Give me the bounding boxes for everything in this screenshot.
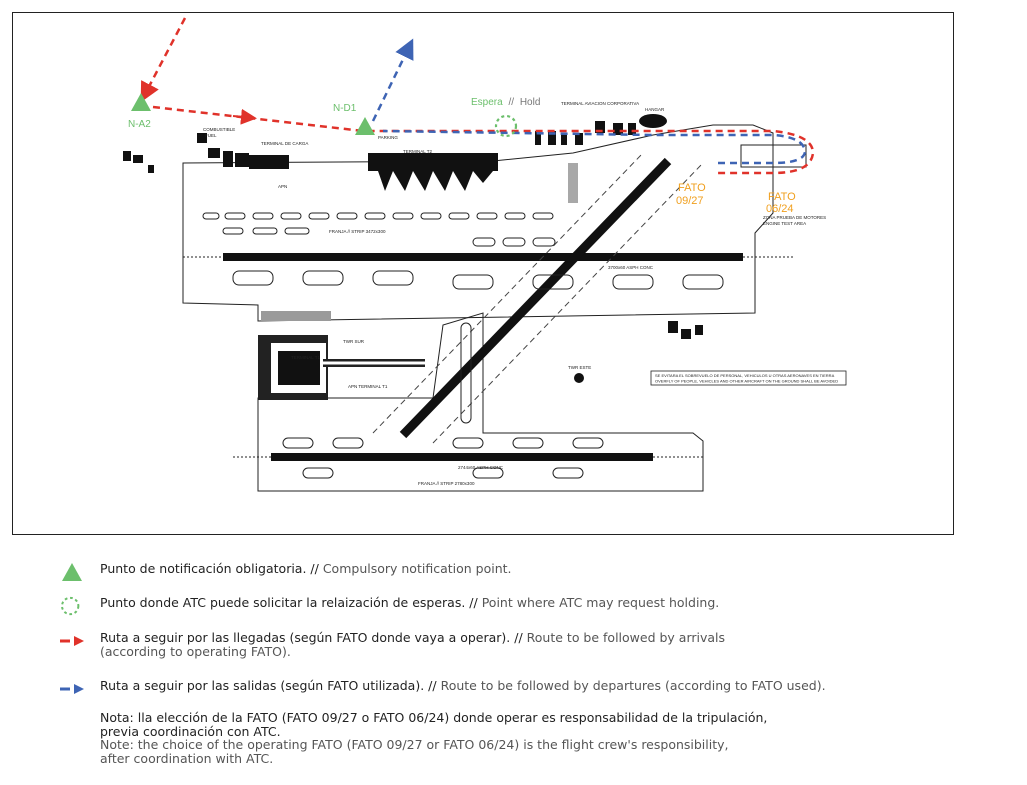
- legend-holding-text: Punto donde ATC puede solicitar la relai…: [100, 596, 719, 610]
- hold-point-icon: [494, 114, 518, 138]
- label-engine-test: ENGINE TEST AREA: [763, 221, 806, 226]
- compulsory-point-icon: [62, 563, 82, 581]
- note: Nota: lla elección de la FATO (FATO 09/2…: [100, 711, 900, 765]
- note-line1-en: Note: the choice of the operating FATO (…: [100, 737, 729, 752]
- airport-diagram: COMBUSTIBLE FUEL TERMINAL DE CARGA TERMI…: [123, 17, 847, 492]
- note-line2-es: previa coordinación con ATC.: [100, 723, 281, 739]
- label-franja-bottom: FRANJA // STRIP 2780x300: [418, 481, 475, 486]
- point-label-na2: N-A2: [128, 119, 151, 130]
- label-twr-sur: TWR SUR: [343, 339, 365, 344]
- hangar: [639, 114, 667, 128]
- twr-este: [574, 373, 584, 383]
- label-apn: APN: [278, 184, 287, 189]
- label-asph-bottom: 2744x60 ASPH CONC: [458, 465, 504, 470]
- fato-0927-label-a: FATO: [678, 182, 706, 194]
- point-label-nd1: N-D1: [333, 103, 357, 114]
- taxiway-outline-south: [257, 312, 704, 492]
- legend-holding-en: Point where ATC may request holding.: [481, 595, 720, 610]
- label-terminal-t2: TERMINAL T2: [403, 149, 433, 154]
- legend-holding-es: Punto donde ATC puede solicitar la relai…: [100, 595, 478, 610]
- runway-lower: [271, 453, 653, 461]
- taxiway-markings-upper: [202, 212, 724, 290]
- label-fuel: FUEL: [205, 133, 217, 138]
- legend-arrivals: Ruta a seguir por las llegadas (según FA…: [58, 631, 725, 659]
- arrival-route: [140, 17, 187, 103]
- legend-departures-es: Ruta a seguir por las salidas (según FAT…: [100, 678, 437, 693]
- airport-chart: COMBUSTIBLE FUEL TERMINAL DE CARGA TERMI…: [12, 12, 954, 535]
- label-combustible: COMBUSTIBLE: [203, 127, 235, 132]
- compulsory-point-icon-nd1: [355, 117, 375, 135]
- note-line2-en: after coordination with ATC.: [100, 750, 274, 766]
- label-parking: PARKING: [378, 135, 398, 140]
- legend-arrivals-en2: (according to operating FATO).: [100, 644, 291, 659]
- hold-label-sep: //: [508, 97, 514, 108]
- taxiway-markings-lower: [282, 322, 604, 479]
- legend-arrivals-es: Ruta a seguir por las llegadas (según FA…: [100, 630, 523, 645]
- departure-route-exit: [371, 38, 414, 122]
- label-zona-prueba: ZONA PRUEBA DE MOTORES: [763, 215, 826, 220]
- warning-box: [650, 370, 847, 386]
- label-terminal-carga: TERMINAL DE CARGA: [261, 141, 308, 146]
- fato-0624-label-a: FATO: [768, 191, 796, 203]
- fato-0624-label-b: 06/24: [766, 203, 794, 215]
- hold-label-en: Hold: [520, 97, 541, 108]
- hold-label: Espera // Hold: [471, 97, 540, 108]
- legend-compulsory-text: Punto de notificación obligatoria. // Co…: [100, 562, 512, 576]
- fato-0927-label-b: 09/27: [676, 195, 704, 207]
- hold-point-icon: [61, 596, 80, 616]
- legend-arrivals-text: Ruta a seguir por las llegadas (según FA…: [100, 631, 725, 659]
- legend-compulsory: Punto de notificación obligatoria. // Co…: [58, 562, 512, 582]
- legend-departures: Ruta a seguir por las salidas (según FAT…: [58, 679, 826, 699]
- label-apn-t1: APN TERMINAL T1: [348, 384, 388, 389]
- arrival-route-icon: [60, 636, 84, 646]
- legend-compulsory-es: Punto de notificación obligatoria. //: [100, 561, 319, 576]
- legend-departures-en: Route to be followed by departures (acco…: [440, 678, 826, 693]
- label-asph-top: 3700x60 ASPH CONC: [608, 265, 654, 270]
- legend-departures-text: Ruta a seguir por las salidas (según FAT…: [100, 679, 826, 693]
- warning-es: SE EVITARA EL SOBREVUELO DE PERSONAL, VE…: [655, 373, 835, 378]
- runway-diagonal: [399, 157, 672, 439]
- ramp-hatched: [261, 311, 331, 321]
- label-twr-este: TWR ESTE: [568, 365, 591, 370]
- legend-holding: Punto donde ATC puede solicitar la relai…: [58, 596, 719, 616]
- runway-upper: [223, 253, 743, 261]
- legend-compulsory-en: Compulsory notification point.: [322, 561, 512, 576]
- note-line1-es: Nota: lla elección de la FATO (FATO 09/2…: [100, 710, 768, 725]
- label-terminal-t1: TERMINAL T1: [291, 355, 321, 360]
- label-hangar: HANGAR: [645, 107, 665, 112]
- departure-route-icon: [60, 684, 84, 694]
- warning-en: OVERFLY OF PEOPLE, VEHICLES AND OTHER AI…: [655, 379, 838, 384]
- compulsory-point-icon-na2: [131, 93, 151, 111]
- label-terminal-corp: TERMINAL AVIACION CORPORATIVA: [561, 101, 639, 106]
- terminal-t2: [368, 153, 498, 171]
- label-franja-top: FRANJA // STRIP 3472x300: [329, 229, 386, 234]
- legend-arrivals-en: Route to be followed by arrivals: [526, 630, 726, 645]
- departure-route: [382, 129, 807, 165]
- hold-label-es: Espera: [471, 97, 503, 108]
